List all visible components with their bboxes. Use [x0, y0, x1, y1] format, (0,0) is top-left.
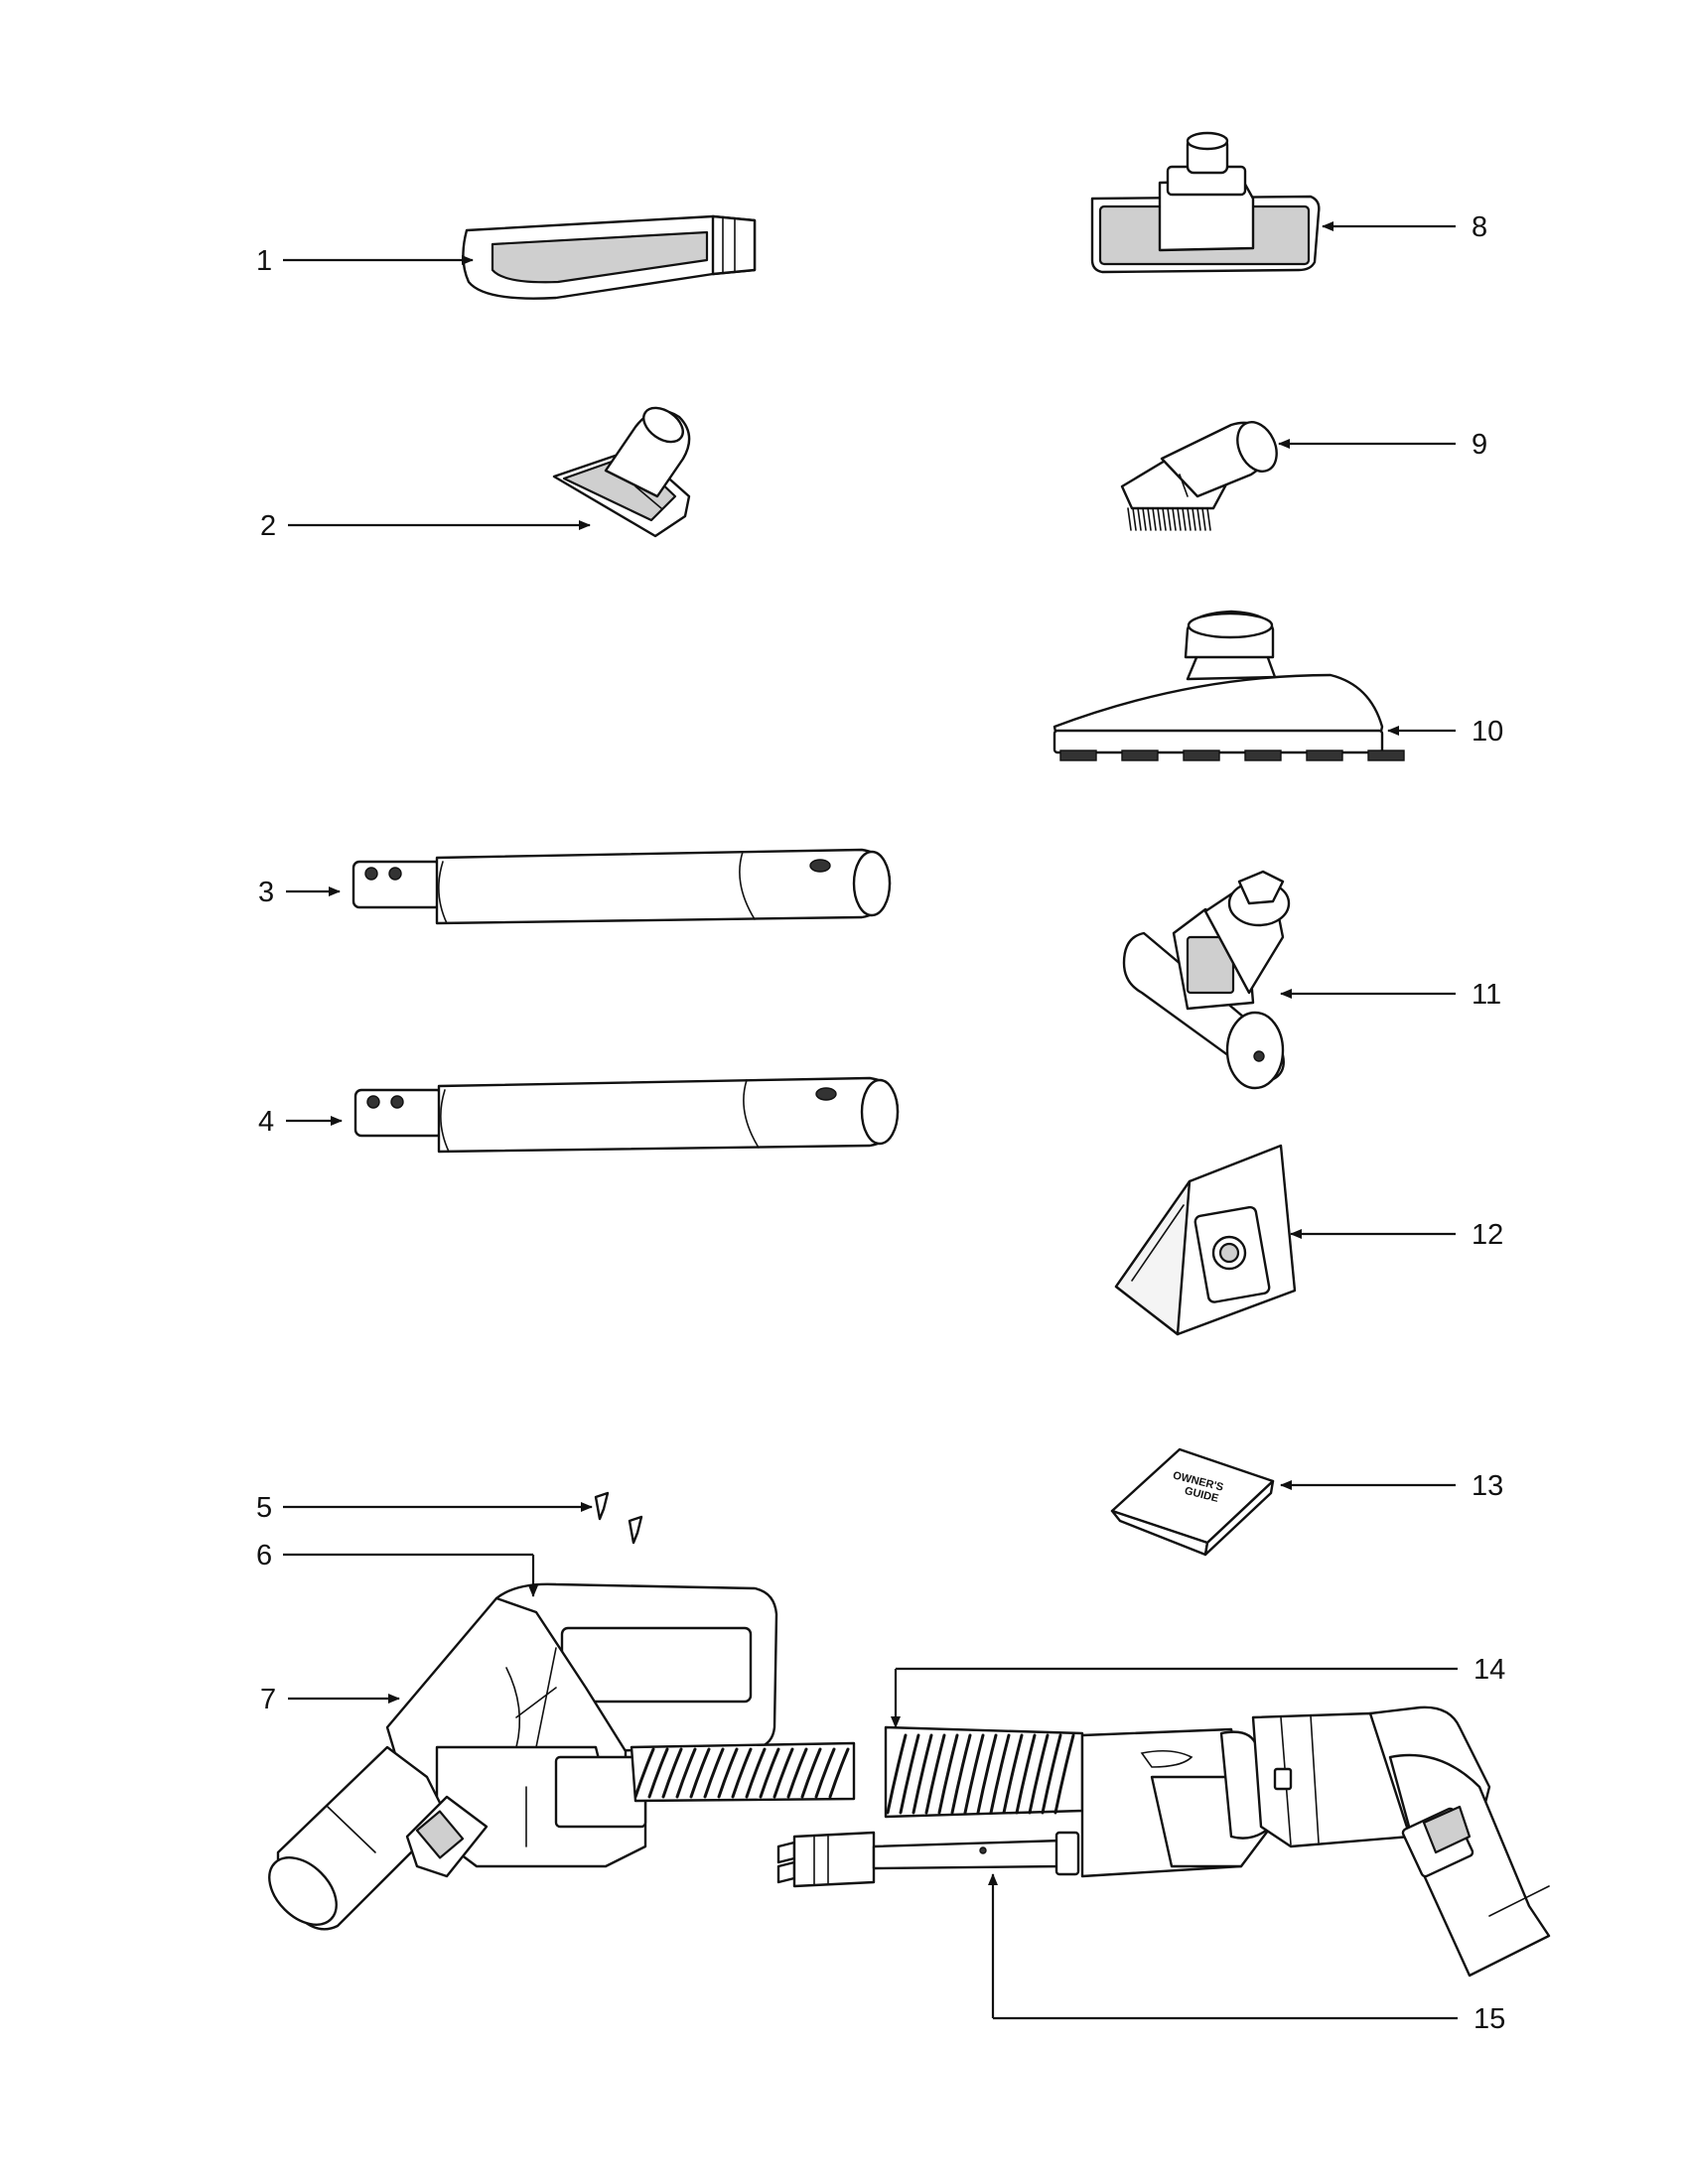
bristle — [1206, 507, 1211, 531]
part-2-upholstery-tool — [552, 406, 691, 538]
hose-rib — [633, 1747, 655, 1799]
bristle — [1192, 507, 1196, 531]
part-1-crevice-tool — [462, 214, 757, 300]
hose-rib — [963, 1733, 985, 1815]
brush-bristles — [1127, 507, 1211, 531]
bristle-tuft — [1121, 750, 1159, 761]
hose-rib — [786, 1747, 808, 1799]
bristle — [1162, 507, 1167, 531]
hose-rib — [1041, 1733, 1062, 1815]
hose-rib — [899, 1733, 920, 1815]
hose-rib — [886, 1733, 908, 1815]
bristle — [1172, 507, 1177, 531]
part-10-floor-brush — [1052, 610, 1405, 761]
hose-rib — [703, 1747, 725, 1799]
part-8-number: 8 — [1472, 211, 1487, 243]
hose-rib — [976, 1733, 998, 1815]
bristle-tuft — [1059, 750, 1097, 761]
part-9-dusting-brush — [1120, 421, 1278, 531]
hose-rib — [689, 1747, 711, 1799]
hose-rib — [1015, 1733, 1037, 1815]
hose-rib — [731, 1747, 753, 1799]
bristle — [1132, 507, 1137, 531]
hose-rib — [759, 1747, 780, 1799]
part-1-number: 1 — [256, 245, 272, 277]
part-9-number: 9 — [1472, 429, 1487, 461]
hose-rib — [937, 1733, 959, 1815]
hose-rib — [772, 1747, 794, 1799]
part-3-number: 3 — [258, 877, 274, 908]
floor-brush-bristles — [1059, 750, 1405, 761]
hose-rib — [661, 1747, 683, 1799]
part-12-number: 12 — [1472, 1219, 1503, 1251]
hose-rib — [1002, 1733, 1024, 1815]
part-13-owners-guide: OWNER'S GUIDE — [1110, 1447, 1275, 1557]
hose-rib — [924, 1733, 946, 1815]
part-5-screws — [594, 1491, 643, 1545]
part-6-number: 6 — [256, 1540, 272, 1571]
hose-rib — [912, 1733, 933, 1815]
hose-rib — [828, 1747, 850, 1799]
hose-rib — [1028, 1733, 1050, 1815]
hose-rib — [717, 1747, 739, 1799]
part-15-cord-and-hose-cuff — [776, 1706, 1551, 1978]
bristle-tuft — [1183, 750, 1220, 761]
hose-rib — [800, 1747, 822, 1799]
part-4-number: 4 — [258, 1106, 274, 1138]
bristle — [1201, 507, 1206, 531]
part-13-number: 13 — [1472, 1470, 1503, 1502]
hose-rib — [745, 1747, 767, 1799]
hose-rib — [647, 1747, 669, 1799]
part-15-number: 15 — [1474, 2003, 1505, 2035]
bristle — [1127, 507, 1132, 531]
part-14-number: 14 — [1474, 1654, 1505, 1686]
hose-rib — [1053, 1733, 1075, 1815]
hose-rib — [814, 1747, 836, 1799]
part-4-wand — [353, 1076, 900, 1154]
hose-ribs-left — [633, 1747, 850, 1799]
hose-rib — [675, 1747, 697, 1799]
bristle-tuft — [1306, 750, 1343, 761]
part-12-dust-bag — [1114, 1144, 1297, 1336]
bristle — [1187, 507, 1192, 531]
part-11-number: 11 — [1472, 979, 1501, 1011]
bristle — [1137, 507, 1142, 531]
bristle-tuft — [1244, 750, 1282, 761]
bristle — [1142, 507, 1147, 531]
part-7-handle — [268, 1582, 778, 1931]
bristle — [1147, 507, 1152, 531]
bristle — [1177, 507, 1182, 531]
part-2-number: 2 — [260, 510, 276, 542]
part-11-turbo-brush — [1122, 870, 1291, 1090]
bristle-tuft — [1367, 750, 1405, 761]
part-8-floor-tool — [1090, 131, 1321, 274]
hose-rib — [950, 1733, 972, 1815]
hose-ribs-right — [886, 1733, 1075, 1815]
bristle — [1167, 507, 1172, 531]
part-3-wand — [351, 848, 892, 925]
bristle — [1157, 507, 1162, 531]
part-10-number: 10 — [1472, 716, 1503, 748]
part-7-number: 7 — [260, 1684, 276, 1715]
bristle — [1152, 507, 1157, 531]
part-14-hose — [630, 1725, 1084, 1819]
bristle — [1182, 507, 1187, 531]
part-5-number: 5 — [256, 1492, 272, 1524]
hose-rib — [989, 1733, 1011, 1815]
bristle — [1196, 507, 1201, 531]
